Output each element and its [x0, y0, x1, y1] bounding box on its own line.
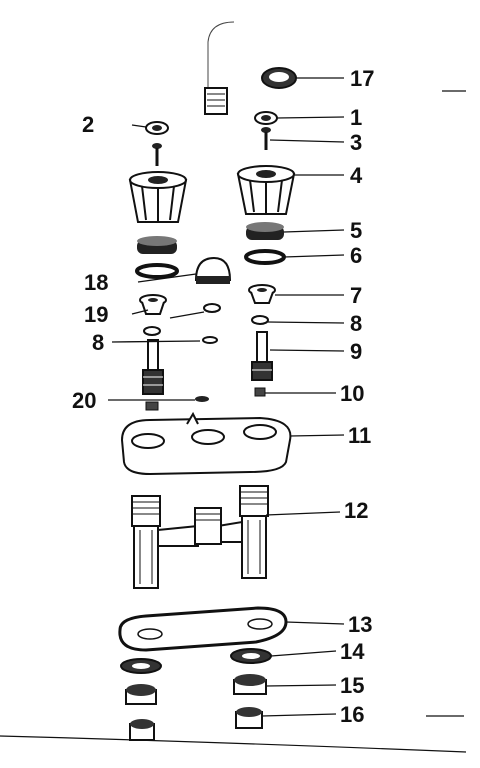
- label-part-10: 10: [340, 381, 364, 406]
- part-11-escutcheon: [120, 411, 292, 476]
- part-9-stem-left: [142, 339, 164, 411]
- label-part-11: 11: [348, 423, 371, 448]
- part-2-index-cap: [145, 121, 169, 135]
- part-1-index-cap: [254, 111, 278, 125]
- label-part-9: 9: [350, 339, 362, 364]
- part-13-gasket: [118, 606, 288, 652]
- part-small-washers: [143, 303, 269, 344]
- label-part-4: 4: [350, 163, 363, 188]
- label-part-8-right: 8: [350, 311, 362, 336]
- label-part-20: 20: [72, 388, 96, 413]
- label-part-16: 16: [340, 702, 364, 727]
- label-part-3: 3: [350, 130, 362, 155]
- label-part-17: 17: [350, 66, 374, 91]
- label-part-5: 5: [350, 218, 362, 243]
- part-15-lock-nut: [125, 674, 267, 705]
- part-4-handle-right: [236, 165, 296, 215]
- label-part-1: 1: [350, 105, 362, 130]
- part-19-seat: [139, 294, 167, 315]
- label-part-19: 19: [84, 302, 108, 327]
- part-17-spout: [200, 8, 297, 115]
- label-part-8-left: 8: [92, 330, 104, 355]
- part-5-retainer: [137, 222, 284, 254]
- label-part-18: 18: [84, 270, 108, 295]
- part-9-stem-right: [251, 331, 273, 397]
- label-part-13: 13: [348, 612, 372, 637]
- part-16-coupling-nut: [129, 707, 263, 741]
- part-18-bonnet: [194, 256, 232, 284]
- part-12-valve-body: [131, 485, 269, 589]
- label-part-15: 15: [340, 673, 364, 698]
- label-part-6: 6: [350, 243, 362, 268]
- part-4-handle-left: [128, 171, 188, 223]
- label-part-14: 14: [340, 639, 365, 664]
- part-7-seat: [248, 284, 276, 304]
- label-part-12: 12: [344, 498, 368, 523]
- label-part-7: 7: [350, 283, 362, 308]
- part-3-handle-screw: [152, 127, 271, 166]
- leader-lines: [108, 77, 345, 717]
- scan-edge-lines: [0, 90, 467, 753]
- part-20-washer: [195, 396, 209, 402]
- label-part-2: 2: [82, 112, 94, 137]
- part-14-friction-washer: [120, 648, 272, 674]
